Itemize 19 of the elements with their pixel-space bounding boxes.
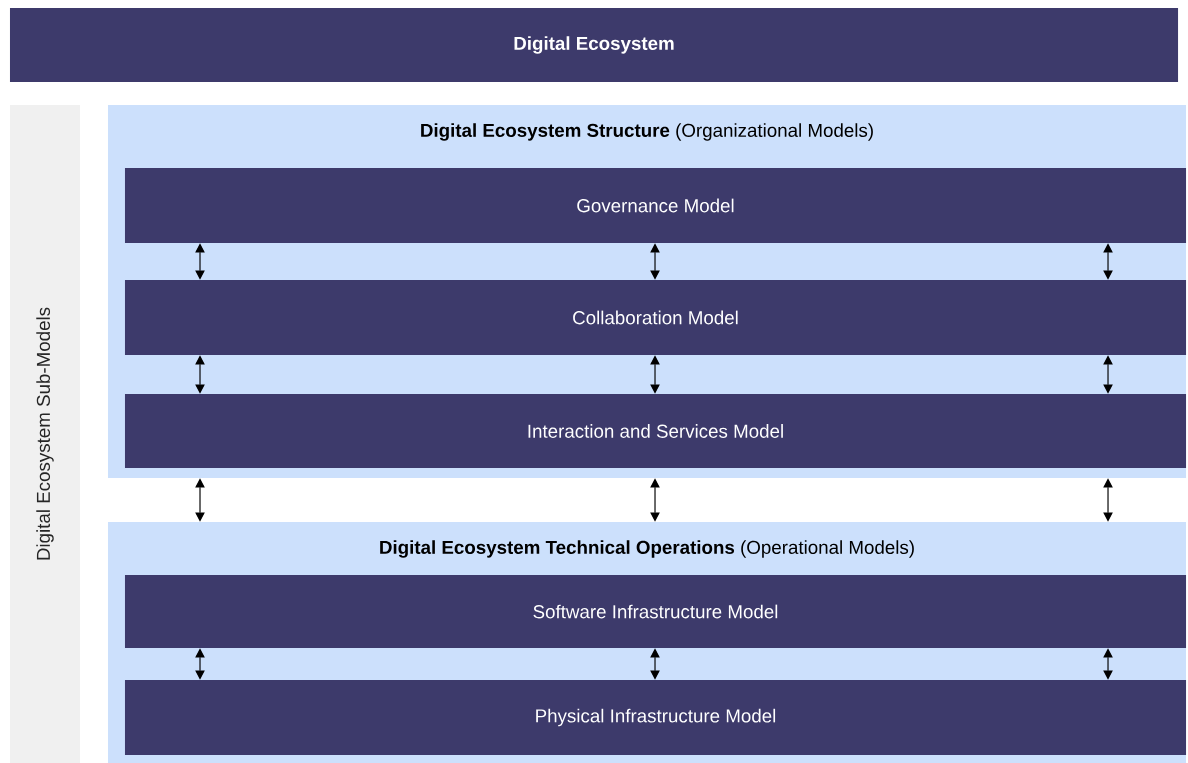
double-arrow — [195, 478, 205, 522]
model-box: Governance Model — [125, 168, 1187, 243]
double-arrow — [650, 355, 660, 394]
model-box: Collaboration Model — [125, 280, 1187, 355]
double-arrow — [1103, 648, 1113, 680]
double-arrow — [650, 243, 660, 280]
model-box: Interaction and Services Model — [125, 394, 1187, 468]
double-arrow — [1103, 355, 1113, 394]
model-box: Physical Infrastructure Model — [125, 680, 1187, 755]
double-arrow — [195, 243, 205, 280]
double-arrow — [195, 648, 205, 680]
double-arrow — [1103, 478, 1113, 522]
double-arrow — [1103, 243, 1113, 280]
double-arrow — [650, 478, 660, 522]
title-bar: Digital Ecosystem — [10, 8, 1179, 82]
model-box: Software Infrastructure Model — [125, 575, 1187, 648]
side-band: Digital Ecosystem Sub-Models — [10, 105, 80, 763]
double-arrow — [195, 355, 205, 394]
double-arrow — [650, 648, 660, 680]
